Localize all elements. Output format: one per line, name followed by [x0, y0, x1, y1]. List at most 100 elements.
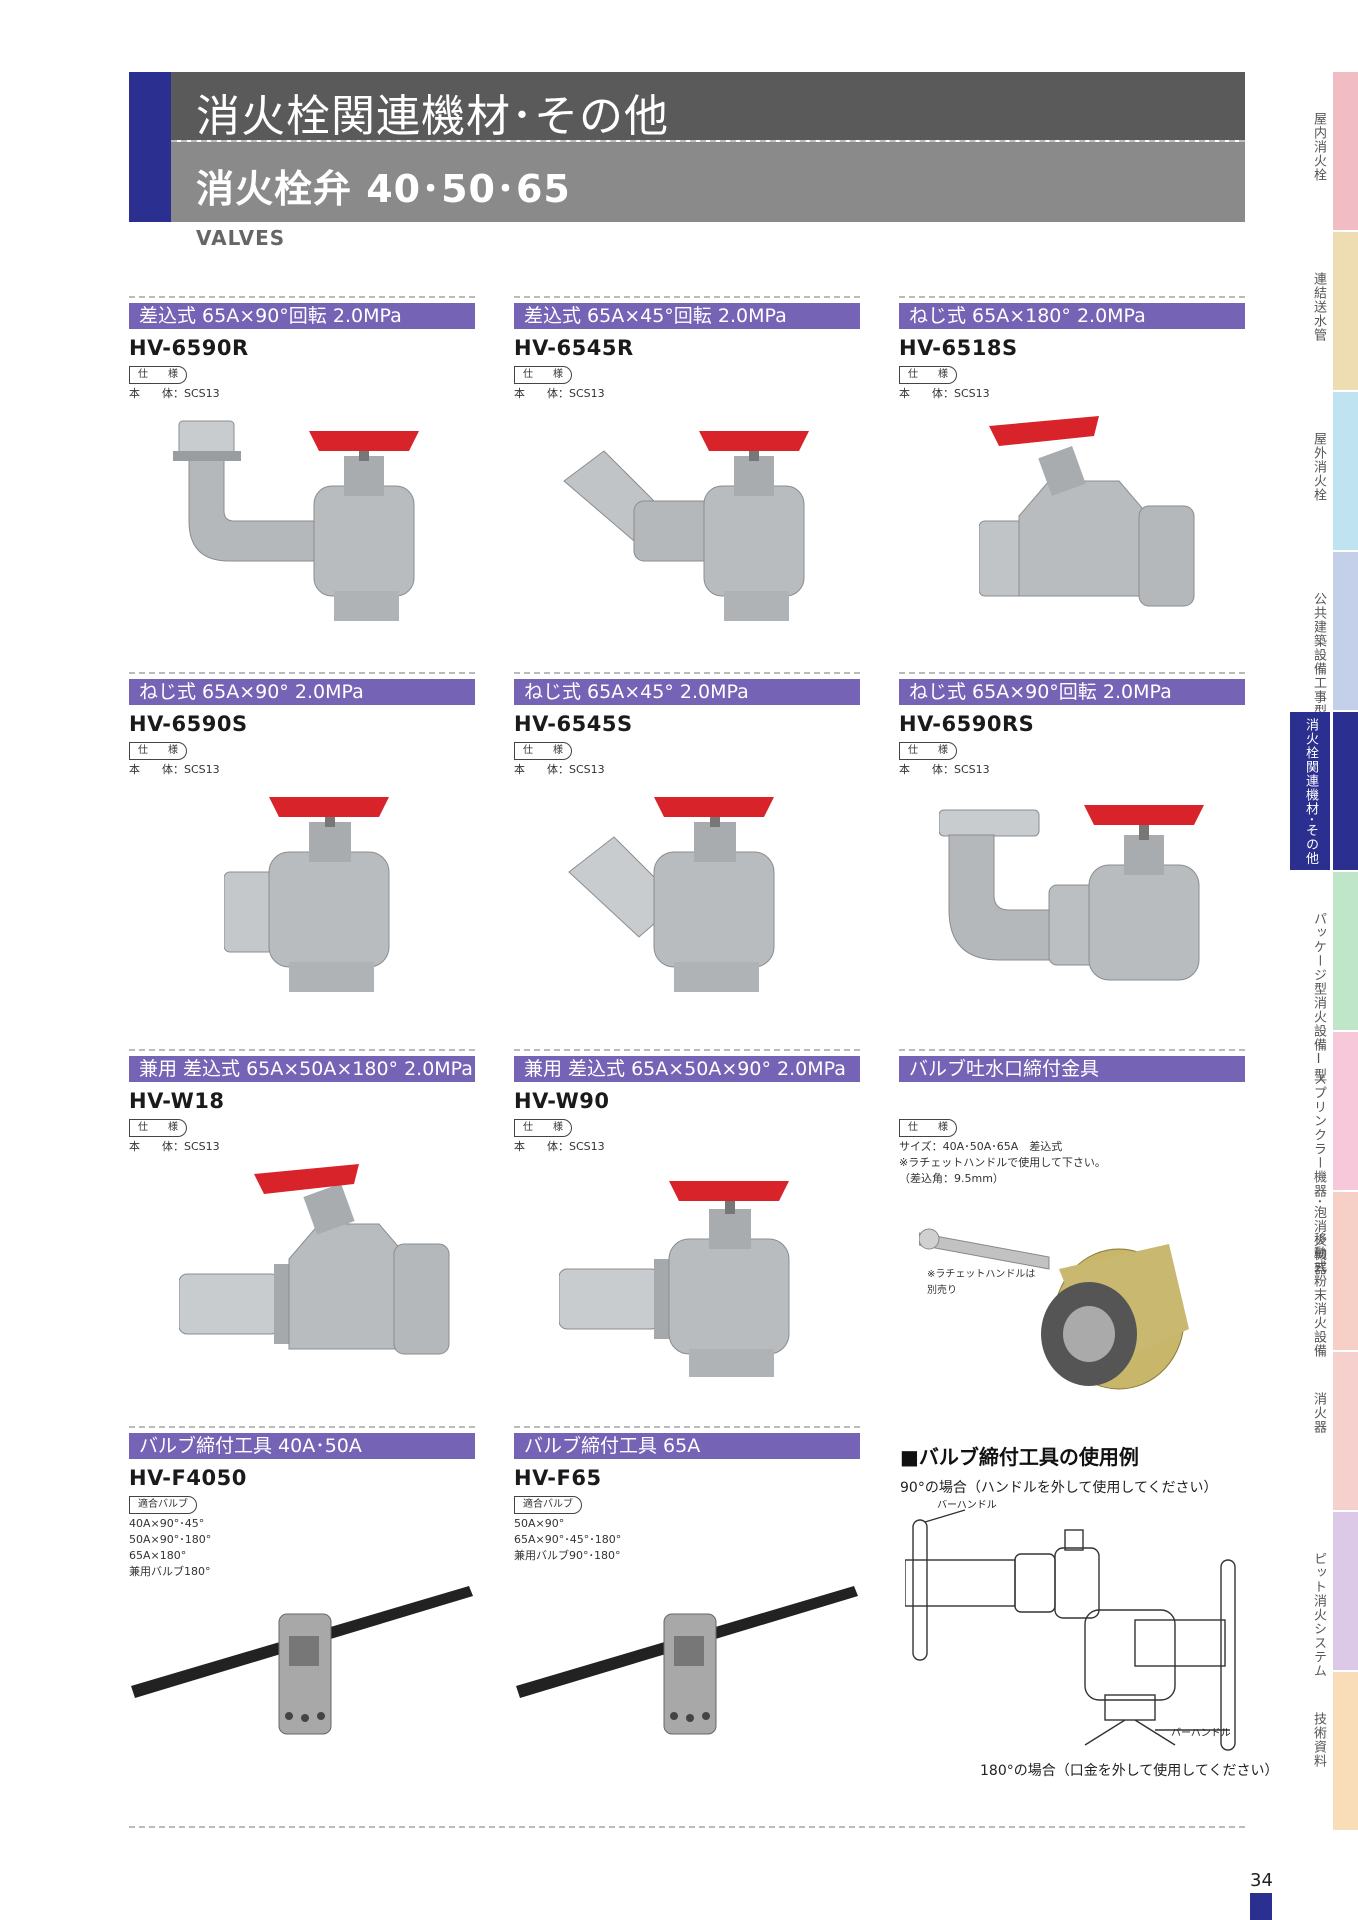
sidebar-tab-label[interactable]: パッケージ型消火設備Ⅰ型 — [1311, 912, 1326, 1082]
sidebar-tab-strip[interactable] — [1333, 712, 1358, 870]
sidebar-tab-label[interactable]: 屋外消火栓 — [1311, 432, 1326, 502]
product-category: ねじ式 65A×45° 2.0MPa — [514, 679, 860, 705]
spec-tag: 仕 様 — [514, 366, 572, 384]
fitting-image — [919, 1228, 1189, 1390]
valve-image — [559, 1181, 790, 1377]
product-model: HV-6590S — [129, 712, 248, 736]
sidebar-tab-strip[interactable] — [1333, 1032, 1358, 1190]
spec-tag: 仕 様 — [899, 1119, 957, 1137]
product-category: バルブ締付工具 65A — [514, 1433, 860, 1459]
page-number-block — [1250, 1893, 1272, 1920]
spec-tag: 仕 様 — [129, 1119, 187, 1137]
header-accent-bar — [129, 72, 171, 222]
product-note: ※ラチェットハンドルは 別売り — [927, 1269, 1036, 1296]
usage-case-90: 90°の場合（ハンドルを外して使用してください） — [900, 1480, 1218, 1496]
sidebar-tab-label[interactable]: ピット消火システム — [1311, 1552, 1326, 1678]
sidebar-tab-label[interactable]: 移動式粉末消火設備 — [1311, 1232, 1326, 1358]
product-model: HV-F4050 — [129, 1466, 247, 1490]
page-subtitle: 消火栓弁 40･50･65 — [196, 167, 571, 211]
bar-handle-label-bottom: バーハンドル — [1171, 1727, 1231, 1739]
spec-tag: 仕 様 — [129, 742, 187, 760]
valve-image — [179, 1164, 450, 1355]
product-spec: 本 体：SCS13 — [899, 387, 990, 400]
product-card: 差込式 65A×90°回転 2.0MPa HV-6590R 仕 様 本 体：SC… — [129, 296, 475, 656]
product-spec: 本 体：SCS13 — [514, 763, 605, 776]
product-spec: 本 体：SCS13 — [514, 387, 605, 400]
sidebar-tab-label[interactable]: 連結送水管 — [1311, 272, 1326, 342]
valve-image — [979, 416, 1195, 607]
product-spec: 本 体：SCS13 — [129, 387, 220, 400]
product-category: 差込式 65A×45°回転 2.0MPa — [514, 303, 860, 329]
sidebar-tab-strip[interactable] — [1333, 1672, 1358, 1830]
spec-tag: 仕 様 — [514, 742, 572, 760]
product-spec: 本 体：SCS13 — [129, 763, 220, 776]
product-model: HV-W90 — [514, 1089, 610, 1113]
sidebar-tab-strip[interactable] — [1333, 392, 1358, 550]
header-title-band — [171, 72, 1245, 140]
sidebar-tab-label[interactable]: 消火栓関連機材･その他 — [1290, 712, 1330, 870]
product-model: HV-6518S — [899, 336, 1018, 360]
product-category: 兼用 差込式 65A×50A×180° 2.0MPa — [129, 1056, 475, 1082]
sidebar-tab-strip[interactable] — [1333, 1192, 1358, 1350]
sidebar-tab-label[interactable]: 屋内消火栓 — [1311, 112, 1326, 182]
product-category: バルブ締付工具 40A･50A — [129, 1433, 475, 1459]
header-subtitle-band — [171, 142, 1245, 222]
spec-tag: 仕 様 — [129, 366, 187, 384]
product-category: ねじ式 65A×90°回転 2.0MPa — [899, 679, 1245, 705]
tool-image — [131, 1586, 473, 1735]
spec-tag: 仕 様 — [899, 742, 957, 760]
product-spec: 40A×90°･45° 50A×90°･180° 65A×180° 兼用バルブ1… — [129, 1517, 212, 1578]
product-model: HV-6545R — [514, 336, 634, 360]
product-model: HV-W18 — [129, 1089, 225, 1113]
product-model: HV-F65 — [514, 1466, 602, 1490]
product-card: ねじ式 65A×90° 2.0MPa HV-6590S 仕 様 本 体：SCS1… — [129, 672, 475, 1032]
product-card: バルブ吐水口締付金具 仕 様 サイズ：40A･50A･65A 差込式 ※ラチェッ… — [899, 1049, 1245, 1409]
usage-title: ■バルブ締付工具の使用例 — [900, 1445, 1139, 1469]
page-title: 消火栓関連機材･その他 — [196, 91, 669, 142]
product-category: ねじ式 65A×90° 2.0MPa — [129, 679, 475, 705]
valve-image — [173, 420, 419, 621]
sidebar-tab-label[interactable]: 技術資料 — [1311, 1712, 1326, 1768]
product-card: バルブ締付工具 65A HV-F65 適合バルブ 50A×90° 65A×90°… — [514, 1426, 860, 1786]
valve-image — [563, 431, 809, 621]
product-category: 兼用 差込式 65A×50A×90° 2.0MPa — [514, 1056, 860, 1082]
sidebar-tab-strip[interactable] — [1333, 232, 1358, 390]
sidebar-tab-strip[interactable] — [1333, 872, 1358, 1030]
fit-tag: 適合バルブ — [129, 1496, 197, 1514]
product-model: HV-6590R — [129, 336, 249, 360]
product-card: ねじ式 65A×180° 2.0MPa HV-6518S 仕 様 本 体：SCS… — [899, 296, 1245, 656]
fit-tag: 適合バルブ — [514, 1496, 582, 1514]
product-model: HV-6545S — [514, 712, 633, 736]
spec-tag: 仕 様 — [514, 1119, 572, 1137]
footer-divider — [129, 1826, 1245, 1828]
product-card: ねじ式 65A×90°回転 2.0MPa HV-6590RS 仕 様 本 体：S… — [899, 672, 1245, 1032]
valve-image — [939, 805, 1204, 981]
usage-diagram: バーハンドル バーハンドル — [905, 1500, 1236, 1751]
english-title: VALVES — [196, 226, 286, 250]
sidebar-tab-label[interactable]: スプリンクラー機器･泡消火機器 — [1311, 1072, 1326, 1276]
product-card: 兼用 差込式 65A×50A×90° 2.0MPa HV-W90 仕 様 本 体… — [514, 1049, 860, 1409]
sidebar-tab-strip[interactable] — [1333, 72, 1358, 230]
product-category: 差込式 65A×90°回転 2.0MPa — [129, 303, 475, 329]
product-card: 差込式 65A×45°回転 2.0MPa HV-6545R 仕 様 本 体：SC… — [514, 296, 860, 656]
header-divider — [171, 140, 1245, 142]
product-card: ねじ式 65A×45° 2.0MPa HV-6545S 仕 様 本 体：SCS1… — [514, 672, 860, 1032]
sidebar-tab-label[interactable]: 消火器 — [1311, 1392, 1326, 1434]
product-spec: 本 体：SCS13 — [899, 763, 990, 776]
usage-case-180: 180°の場合（口金を外して使用してください） — [980, 1763, 1279, 1779]
product-card: 兼用 差込式 65A×50A×180° 2.0MPa HV-W18 仕 様 本 … — [129, 1049, 475, 1409]
product-spec: 本 体：SCS13 — [514, 1140, 605, 1153]
product-spec: 本 体：SCS13 — [129, 1140, 220, 1153]
sidebar-tab-label[interactable]: 公共建築設備工事型 — [1311, 592, 1326, 718]
spec-tag: 仕 様 — [899, 366, 957, 384]
tool-image — [516, 1586, 858, 1735]
product-category: ねじ式 65A×180° 2.0MPa — [899, 303, 1245, 329]
sidebar-tab-strip[interactable] — [1333, 552, 1358, 710]
valve-image — [224, 797, 390, 992]
sidebar-tab-strip[interactable] — [1333, 1512, 1358, 1670]
product-model: HV-6590RS — [899, 712, 1035, 736]
product-spec: サイズ：40A･50A･65A 差込式 ※ラチェットハンドルで使用して下さい。 … — [899, 1140, 1106, 1185]
product-category: バルブ吐水口締付金具 — [899, 1056, 1245, 1082]
sidebar-tab-strip[interactable] — [1333, 1352, 1358, 1510]
valve-image — [568, 797, 775, 992]
